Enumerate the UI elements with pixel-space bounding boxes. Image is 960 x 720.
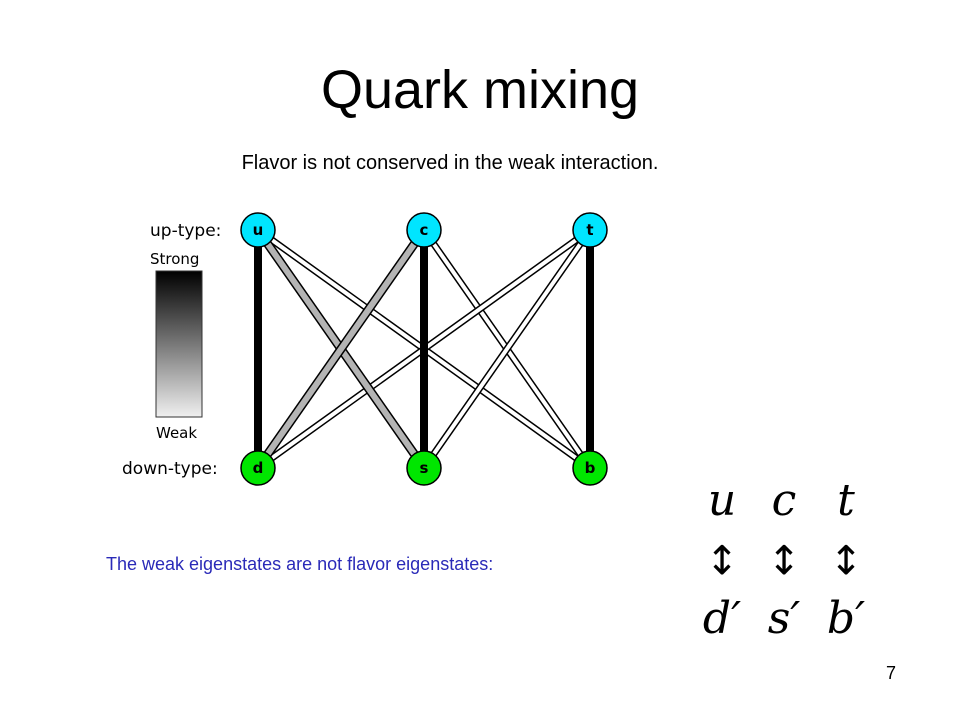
strong-links <box>254 230 594 468</box>
svg-text:s: s <box>420 459 429 477</box>
medium-links <box>254 227 428 471</box>
eigenstates-note: The weak eigenstates are not flavor eige… <box>106 554 494 574</box>
svg-text:c: c <box>420 221 429 239</box>
eigenstate-correspondence: u c t ↕ ↕ ↕ d′ s′ b′ <box>690 470 880 650</box>
scale-weak-label: Weak <box>156 424 197 442</box>
eigen-bottom-s: s′ <box>767 593 801 644</box>
updown-arrow-icon: ↕ <box>767 538 801 584</box>
eigen-bottom-d: d′ <box>702 593 742 644</box>
strength-scale-bar <box>155 270 203 418</box>
updown-arrow-icon: ↕ <box>705 538 739 584</box>
quark-node-c: c <box>406 212 442 248</box>
updown-arrow-icon: ↕ <box>829 538 863 584</box>
page-number: 7 <box>886 663 897 683</box>
quark-node-u: u <box>240 212 276 248</box>
eigen-top-t: t <box>837 475 855 526</box>
up-type-label: up-type: <box>150 221 221 241</box>
slide-title: Quark mixing <box>320 60 640 120</box>
quark-node-t: t <box>572 212 608 248</box>
slide-subtitle: Flavor is not conserved in the weak inte… <box>241 152 659 174</box>
eigen-top-u: u <box>707 475 737 526</box>
svg-text:u: u <box>253 221 264 239</box>
svg-text:t: t <box>586 221 593 239</box>
eigen-bottom-b: b′ <box>826 593 866 644</box>
svg-text:d: d <box>253 459 264 477</box>
quark-node-s: s <box>406 450 442 486</box>
down-type-label: down-type: <box>122 459 218 479</box>
svg-text:b: b <box>585 459 596 477</box>
scale-strong-label: Strong <box>150 250 199 268</box>
quark-node-b: b <box>572 450 608 486</box>
eigen-top-c: c <box>771 475 797 526</box>
quark-node-d: d <box>240 450 276 486</box>
